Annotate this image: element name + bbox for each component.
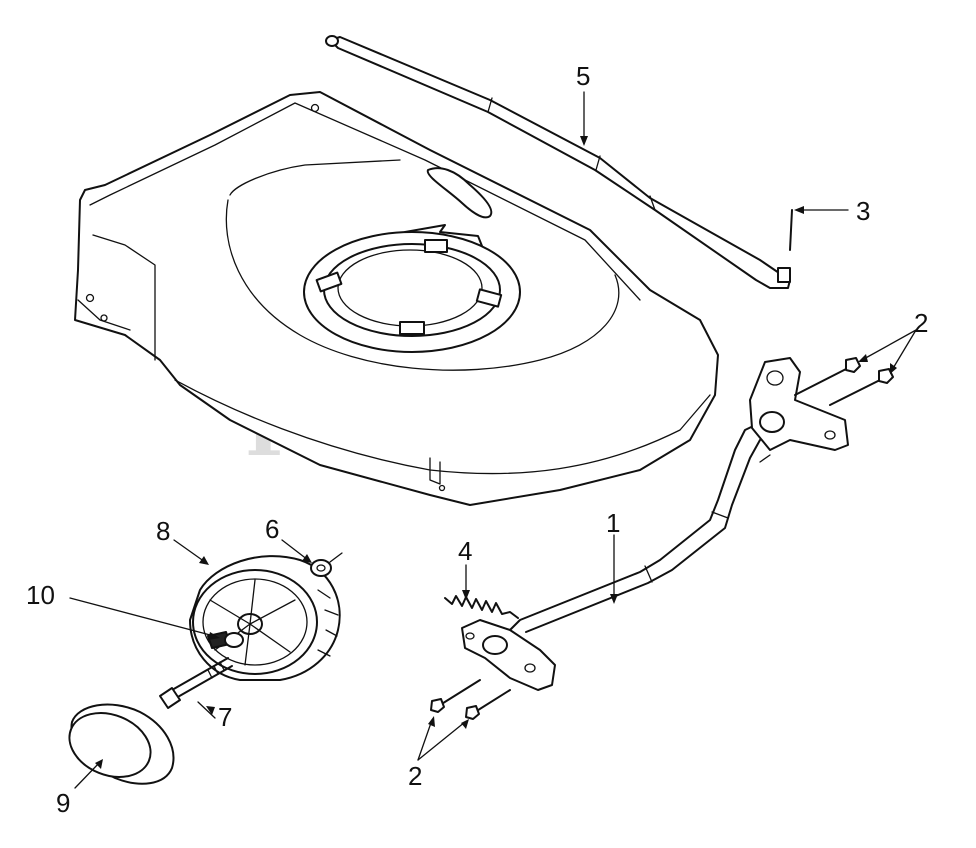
callout-7: 7 (218, 702, 232, 732)
part-5-rear-rod (325, 35, 791, 289)
callout-5: 5 (576, 61, 590, 91)
part-8-wheel (189, 555, 341, 681)
callout-9: 9 (56, 788, 70, 818)
callout-2-upper: 2 (914, 308, 928, 338)
leader-arrowheads (95, 136, 897, 769)
callout-3: 3 (856, 196, 870, 226)
part-9-hubcap (68, 703, 175, 785)
mower-deck (74, 91, 719, 506)
callout-8: 8 (156, 516, 170, 546)
callout-2-lower: 2 (408, 761, 422, 791)
leader-lines (69, 91, 917, 789)
part-4-spring (444, 595, 519, 619)
part-6-nut (310, 552, 343, 577)
part-3-pin (789, 209, 793, 251)
callout-labels: 5 3 2 1 4 8 6 10 7 9 2 (26, 61, 928, 818)
part-2-bolts-upper (794, 357, 894, 406)
part-7-bolt (159, 657, 233, 709)
callout-1: 1 (606, 508, 620, 538)
part-2-bolts-lower (430, 679, 511, 720)
part-1-front-axle (461, 357, 849, 691)
callout-6: 6 (265, 514, 279, 544)
callout-4: 4 (458, 536, 472, 566)
callout-10: 10 (26, 580, 55, 610)
